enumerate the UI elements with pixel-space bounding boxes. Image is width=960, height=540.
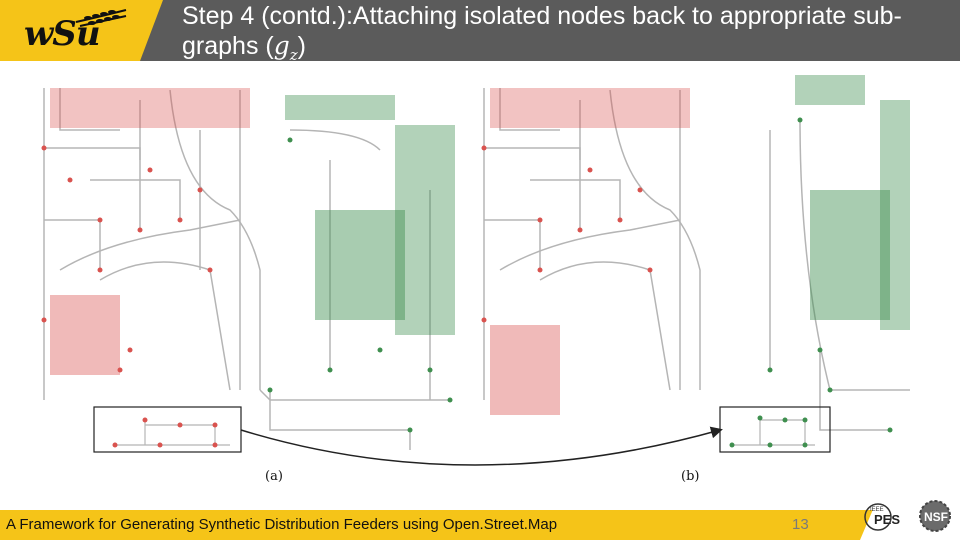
sponsor-logos: IEEE PES NSF <box>840 493 960 540</box>
svg-text:PES: PES <box>874 512 900 527</box>
network-figure: (a) (b) <box>30 70 930 490</box>
page-number: 13 <box>792 516 809 533</box>
red-node-cluster <box>42 88 251 375</box>
title-line-2: graphs (gz) <box>182 31 952 70</box>
label-b: (b) <box>681 469 699 484</box>
header-bar: wSu Step 4 (contd.):Attaching isolated n… <box>0 0 960 61</box>
panel-a <box>42 88 456 452</box>
logo-wordmark: wSu <box>24 14 100 54</box>
nsf-logo: NSF <box>920 501 950 531</box>
svg-text:NSF: NSF <box>924 510 948 524</box>
transfer-arrow <box>241 430 720 465</box>
title-line-1: Step 4 (contd.):Attaching isolated nodes… <box>182 2 952 31</box>
green-node-cluster <box>268 95 456 433</box>
slide-title: Step 4 (contd.):Attaching isolated nodes… <box>182 2 952 70</box>
label-a: (a) <box>265 469 283 484</box>
footer-title: A Framework for Generating Synthetic Dis… <box>6 516 557 533</box>
panel-b <box>482 75 911 452</box>
footer-bar: A Framework for Generating Synthetic Dis… <box>0 510 960 540</box>
wsu-logo: wSu <box>0 0 163 61</box>
